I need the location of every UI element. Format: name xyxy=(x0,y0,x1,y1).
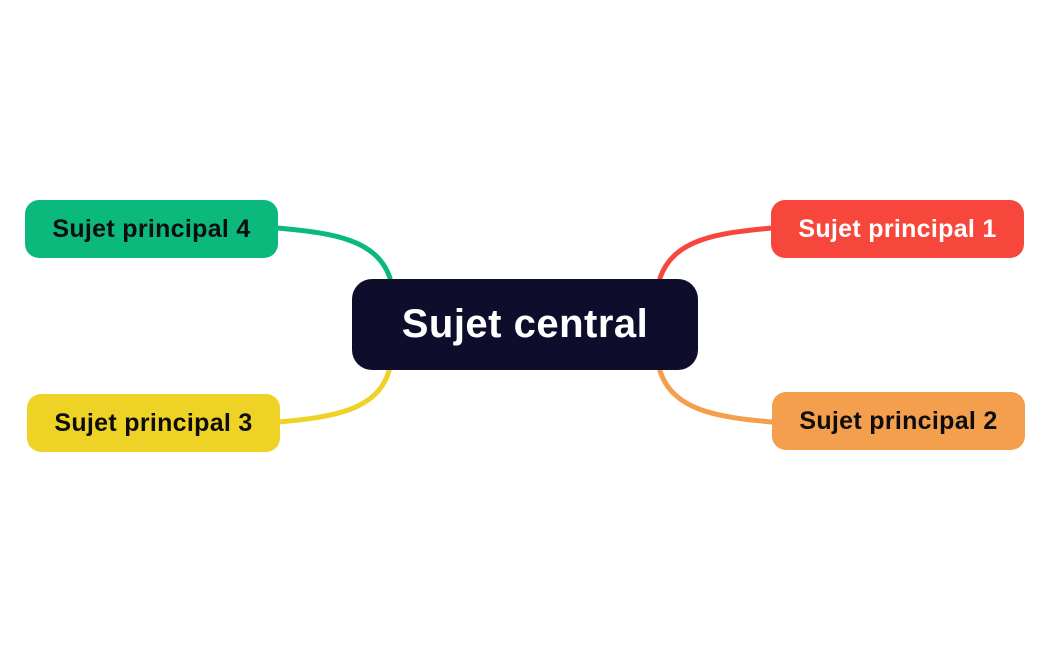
node-branch-3-label: Sujet principal 3 xyxy=(54,408,253,437)
connector-branch-2 xyxy=(657,368,775,425)
node-branch-2[interactable]: Sujet principal 2 xyxy=(772,392,1025,450)
node-branch-2-label: Sujet principal 2 xyxy=(799,406,998,435)
connector-branch-3 xyxy=(275,368,392,425)
node-central-label: Sujet central xyxy=(401,302,649,346)
node-central-topic[interactable]: Sujet central xyxy=(352,279,698,370)
connector-branch-1 xyxy=(657,225,775,281)
node-branch-4-label: Sujet principal 4 xyxy=(52,214,251,243)
node-branch-1[interactable]: Sujet principal 1 xyxy=(771,200,1024,258)
connector-branch-4 xyxy=(274,225,393,281)
node-branch-3[interactable]: Sujet principal 3 xyxy=(27,394,280,452)
node-branch-4[interactable]: Sujet principal 4 xyxy=(25,200,278,258)
node-branch-1-label: Sujet principal 1 xyxy=(798,214,997,243)
